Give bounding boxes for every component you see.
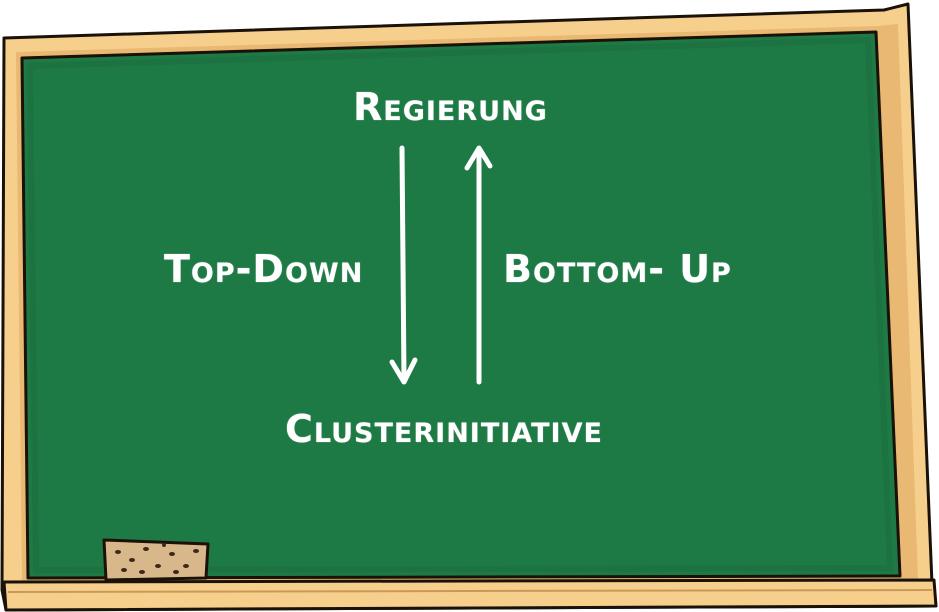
bottom-node-label: Clusterinitiative: [285, 407, 603, 451]
arrow-down-icon: [389, 145, 418, 385]
chalk-tray-line: [7, 589, 933, 593]
board-surface-edge: [26, 36, 894, 574]
top-node-label: Regierung: [353, 85, 548, 129]
chalk-tray: [2, 578, 938, 612]
arrow-up-icon: [464, 145, 493, 385]
down-arrow-label: Top-Down: [164, 247, 364, 291]
up-arrow-label: Bottom- Up: [503, 247, 732, 291]
board-surface: [20, 30, 902, 580]
eraser-icon: [102, 538, 210, 582]
